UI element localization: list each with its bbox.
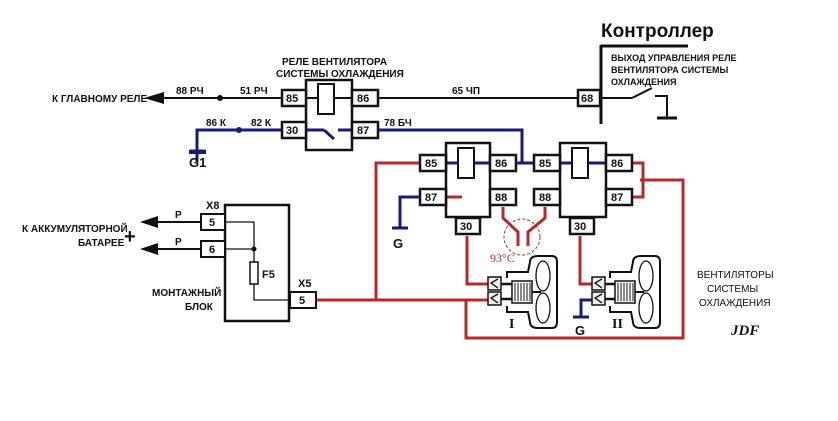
relay-b-pin-30: 30 (568, 216, 596, 236)
relay-a-pin-30: 30 (454, 216, 482, 236)
wire-78 (378, 128, 524, 162)
wire-ground-g2 (398, 195, 420, 228)
label-to-battery-2: БАТАРЕЕ (78, 238, 125, 249)
relay-a-pin-85: 85 (418, 153, 448, 173)
svg-text:87: 87 (611, 192, 623, 204)
fan-motor-1 (487, 255, 558, 329)
wire-label-51: 51 РЧ (240, 86, 268, 97)
controller (599, 44, 688, 124)
svg-text:87: 87 (425, 192, 437, 204)
svg-text:85: 85 (425, 158, 437, 170)
thermo-switch-circle (503, 218, 541, 256)
connector-x5-label: X5 (298, 278, 311, 290)
relay-b-pin-86: 86 (604, 153, 634, 173)
svg-text:88: 88 (495, 192, 507, 204)
mount-block-label-2: БЛОК (185, 302, 214, 313)
svg-text:85: 85 (539, 158, 551, 170)
wire-main-relay (144, 92, 282, 104)
arrow-to-main-relay (144, 92, 164, 104)
relay-b-pin-85: 85 (532, 153, 562, 173)
signature: JDF (730, 323, 759, 339)
svg-text:6: 6 (209, 244, 215, 256)
mounting-block (223, 203, 291, 323)
relay-a-pin-86: 86 (488, 153, 518, 173)
junction-dot (217, 95, 223, 101)
main-relay-pin-85: 85 (280, 88, 308, 108)
svg-text:86: 86 (611, 158, 623, 170)
wire-label-p1: Р (175, 210, 182, 221)
relay-b (558, 141, 608, 219)
fuse-f5 (249, 261, 259, 285)
svg-text:88: 88 (539, 192, 551, 204)
fans-label-1: ВЕНТИЛЯТОРЫ (697, 270, 774, 281)
connector-x8-label: X8 (206, 200, 219, 212)
x8-pin-6: 6 (200, 240, 226, 258)
svg-text:86: 86 (495, 158, 507, 170)
wire-label-78: 78 БЧ (384, 118, 412, 129)
main-relay-pin-86: 86 (350, 88, 380, 108)
svg-text:87: 87 (357, 125, 369, 137)
label-to-battery-1: К АККУМУЛЯТОРНОЙ (22, 222, 128, 235)
ground-label-g2: G (393, 236, 403, 251)
controller-desc-3: ОХЛАЖДЕНИЯ (611, 77, 676, 87)
fan-motor-2 (591, 255, 661, 329)
ground-label-g1: G1 (189, 155, 206, 170)
fuse-label: F5 (262, 269, 275, 281)
controller-desc-2: ВЕНТИЛЯТОРА СИСТЕМЫ (611, 65, 728, 75)
label-to-main-relay: К ГЛАВНОМУ РЕЛЕ (52, 94, 147, 105)
main-relay-pin-30: 30 (280, 120, 308, 140)
relay-a-pin-88: 88 (488, 187, 518, 207)
wire-label-82k: 82 К (251, 118, 272, 129)
relay-a (444, 141, 492, 219)
wire-label-88: 88 РЧ (176, 86, 204, 97)
x5-pin-5: 5 (289, 291, 317, 309)
svg-text:30: 30 (574, 221, 586, 233)
arrow-battery-2 (140, 243, 158, 255)
controller-pin-68: 68 (576, 88, 602, 108)
relay-a-pin-87: 87 (418, 187, 448, 207)
fans-label-3: ОХЛАЖДЕНИЯ (699, 298, 771, 309)
x8-pin-5: 5 (200, 213, 226, 231)
fan-2-label: II (612, 317, 623, 332)
main-relay-pin-87: 87 (350, 120, 380, 140)
temperature-label: 93°C (490, 251, 515, 265)
wire-label-p2: Р (175, 237, 182, 248)
fan-1-label: I (509, 317, 514, 332)
wire-label-65: 65 ЧП (452, 86, 480, 97)
svg-text:68: 68 (581, 93, 593, 105)
arrow-battery-1 (140, 216, 158, 228)
wire-ground-g3 (579, 298, 592, 317)
wire-label-86k: 86 К (206, 118, 227, 129)
svg-text:30: 30 (286, 125, 298, 137)
relay-b-pin-87: 87 (604, 187, 634, 207)
ground-label-g3: G (575, 323, 585, 338)
controller-desc-1: ВЫХОД УПРАВЛЕНИЯ РЕЛЕ (611, 53, 737, 63)
mount-block-label-1: МОНТАЖНЫЙ (152, 286, 221, 299)
svg-text:86: 86 (357, 93, 369, 105)
relay-b-pin-88: 88 (532, 187, 562, 207)
svg-text:85: 85 (286, 93, 298, 105)
svg-text:5: 5 (299, 295, 305, 307)
main-fan-relay (304, 78, 354, 152)
plus-sign: + (124, 226, 136, 248)
svg-text:30: 30 (460, 221, 472, 233)
main-relay-title-1: РЕЛЕ ВЕНТИЛЯТОРА (282, 57, 387, 68)
main-relay-title-2: СИСТЕМЫ ОХЛАЖДЕНИЯ (276, 69, 404, 80)
fans-label-2: СИСТЕМЫ (707, 284, 758, 295)
svg-text:5: 5 (209, 217, 215, 229)
controller-title: Контроллер (601, 21, 714, 42)
